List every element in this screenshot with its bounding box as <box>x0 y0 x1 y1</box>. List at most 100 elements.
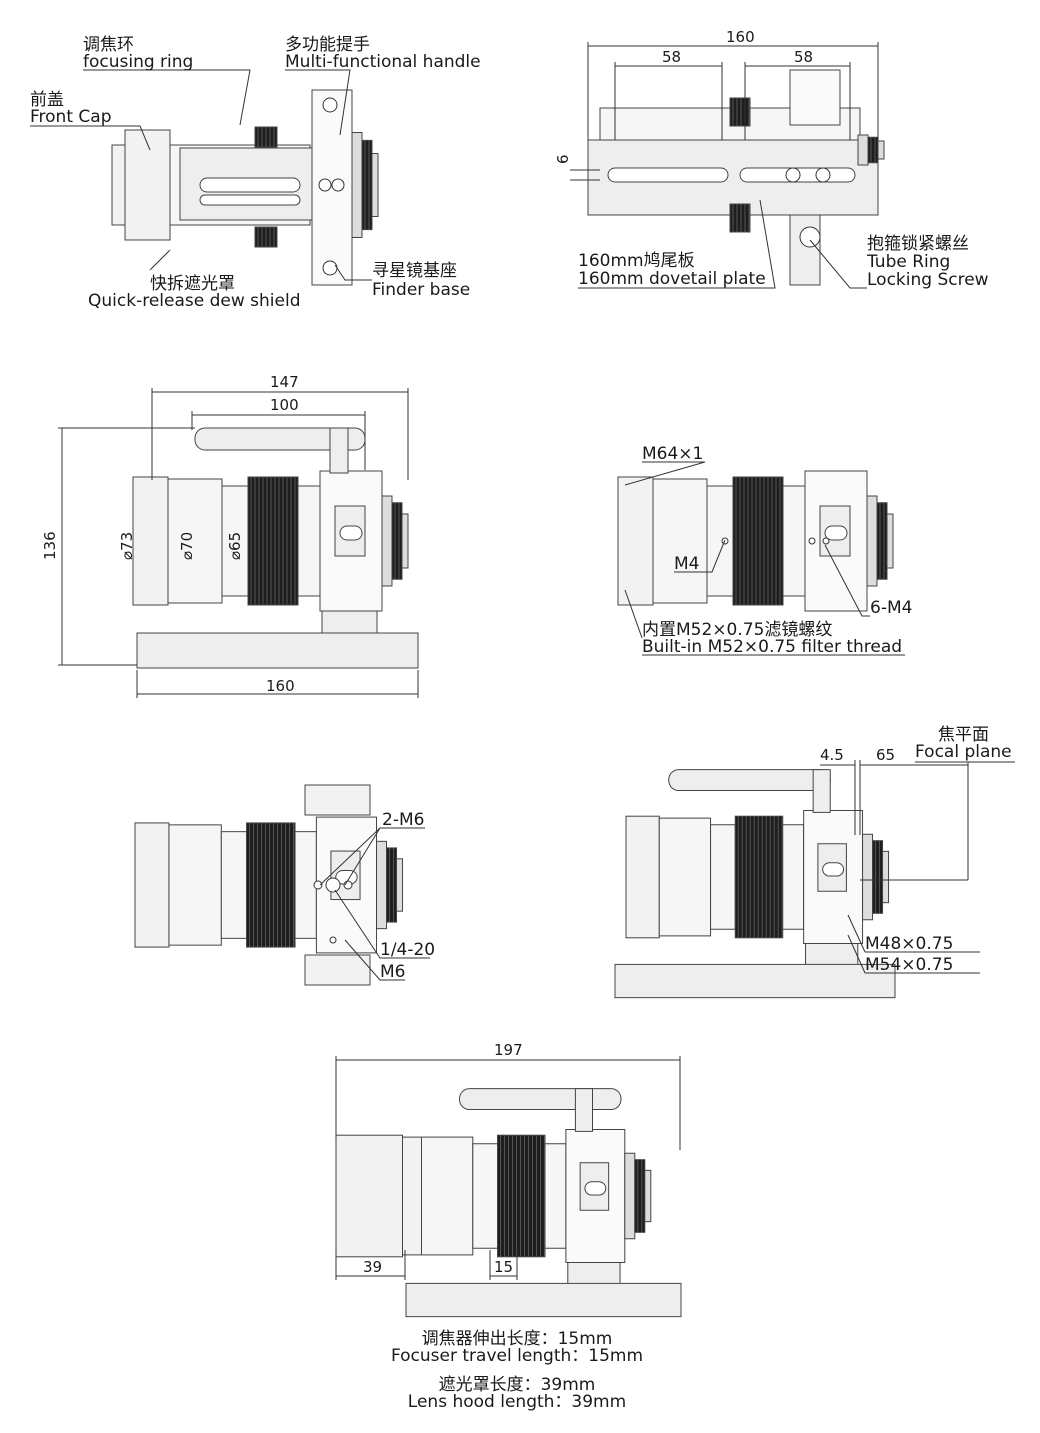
tube-mid <box>220 831 248 939</box>
tube-front <box>421 1136 474 1256</box>
hole <box>313 880 323 890</box>
dew-shield <box>132 476 169 606</box>
caption-hood-cn: 遮光罩长度：39mm <box>439 1375 596 1395</box>
label-m4: M4 <box>674 554 699 574</box>
clamp-slot <box>824 525 848 541</box>
clamp-top <box>789 69 841 126</box>
dew-shield <box>124 129 171 241</box>
dim-147: 147 <box>270 373 299 391</box>
focuser-body <box>351 132 363 238</box>
plate-slot <box>199 177 301 193</box>
tube-mid <box>706 485 734 597</box>
plate-slot-2 <box>199 194 301 206</box>
handle-top <box>668 769 831 792</box>
clamp-slot <box>584 1181 607 1196</box>
focuser-adapter <box>396 858 404 912</box>
label-6-m4: 6-M4 <box>870 598 912 618</box>
finder-base-top <box>304 784 371 816</box>
finder-base-hole <box>322 97 338 113</box>
label-filter-cn: 内置M52×0.75滤镜螺纹 <box>642 620 832 640</box>
focuser-body <box>866 495 878 587</box>
label-m48: M48×0.75 <box>865 934 953 954</box>
focuser-body <box>381 495 393 587</box>
dim-160-base: 160 <box>266 677 295 695</box>
focuser-knurl <box>361 139 373 231</box>
focuser-knurl <box>634 1159 646 1233</box>
label-dew-shield-cn: 快拆遮光罩 <box>150 274 235 294</box>
handle-top <box>459 1088 622 1111</box>
focus-ring-knurl <box>497 1134 546 1258</box>
hole <box>331 178 345 192</box>
hole <box>785 167 801 183</box>
tube-mid <box>472 1143 498 1249</box>
label-handle-en: Multi-functional handle <box>285 52 481 72</box>
dovetail-base <box>405 1282 682 1318</box>
tube-rear <box>544 1143 567 1249</box>
tube-mid <box>710 824 736 930</box>
dim-dia-73: ⌀73 <box>118 532 136 560</box>
label-screw-en2: Locking Screw <box>867 270 989 290</box>
tube-rear <box>782 824 805 930</box>
label-focal-cn: 焦平面 <box>938 725 989 745</box>
dim-58-right: 58 <box>794 48 813 66</box>
focuser-adapter <box>371 153 379 217</box>
focuser-adapter <box>877 140 885 160</box>
caption-hood-en: Lens hood length：39mm <box>408 1392 626 1412</box>
dew-shield <box>617 476 654 606</box>
quarter-20-hole <box>325 877 341 893</box>
dew-shield <box>335 1134 403 1258</box>
tube-front <box>652 478 708 604</box>
label-2-m6: 2-M6 <box>382 810 424 830</box>
label-front-cap-en: Front Cap <box>30 107 111 127</box>
focuser-knurl <box>876 502 888 580</box>
focuser-body <box>862 833 874 921</box>
focuser-body <box>624 1152 636 1240</box>
dim-6: 6 <box>554 154 572 164</box>
dim-dia-65: ⌀65 <box>226 532 244 560</box>
focuser-knurl <box>391 502 403 580</box>
label-focusing-ring-cn: 调焦环 <box>83 35 134 55</box>
caption-travel-en: Focuser travel length：15mm <box>391 1346 643 1366</box>
label-focusing-ring-en: focusing ring <box>83 52 193 72</box>
focuser-adapter <box>886 513 894 569</box>
tube-front <box>167 478 223 604</box>
hole <box>815 167 831 183</box>
tube-front <box>658 817 712 937</box>
dim-100: 100 <box>270 396 299 414</box>
focuser-knurl <box>867 136 879 164</box>
hole <box>822 537 830 545</box>
dim-dia-70: ⌀70 <box>178 532 196 560</box>
label-finder-base-en: Finder base <box>372 280 470 300</box>
label-screw-en1: Tube Ring <box>866 252 950 272</box>
finder-base-bottom <box>304 954 371 986</box>
label-dovetail-en: 160mm dovetail plate <box>578 269 766 289</box>
focuser-body <box>857 134 869 166</box>
focus-ring-knurl <box>732 476 784 606</box>
hole <box>808 537 816 545</box>
label-finder-base-cn: 寻星镜基座 <box>372 261 457 281</box>
handle-post <box>329 427 349 474</box>
finder-base-hole <box>322 260 338 276</box>
focus-ring-knurl <box>734 815 784 939</box>
dew-shield <box>625 815 660 939</box>
dovetail-base <box>614 963 896 999</box>
dew-shield-extension <box>402 1136 422 1256</box>
focus-ring-knurl <box>247 476 299 606</box>
dew-shield <box>134 822 170 948</box>
tube-rear <box>297 485 321 597</box>
dim-136: 136 <box>41 531 59 560</box>
clamp-screw-post <box>789 214 821 286</box>
tube-front <box>168 824 222 946</box>
plate-slot <box>607 167 729 183</box>
dim-160-top: 160 <box>726 28 755 46</box>
tube-rear <box>294 831 317 939</box>
label-front-cap-cn: 前盖 <box>30 90 64 110</box>
handle-post <box>812 769 831 813</box>
locking-screw-icon <box>799 226 821 248</box>
hole <box>318 178 332 192</box>
label-m54: M54×0.75 <box>865 955 953 975</box>
focuser-adapter <box>882 850 890 904</box>
label-m64: M64×1 <box>642 444 703 464</box>
focus-ring-knurl <box>246 822 296 948</box>
